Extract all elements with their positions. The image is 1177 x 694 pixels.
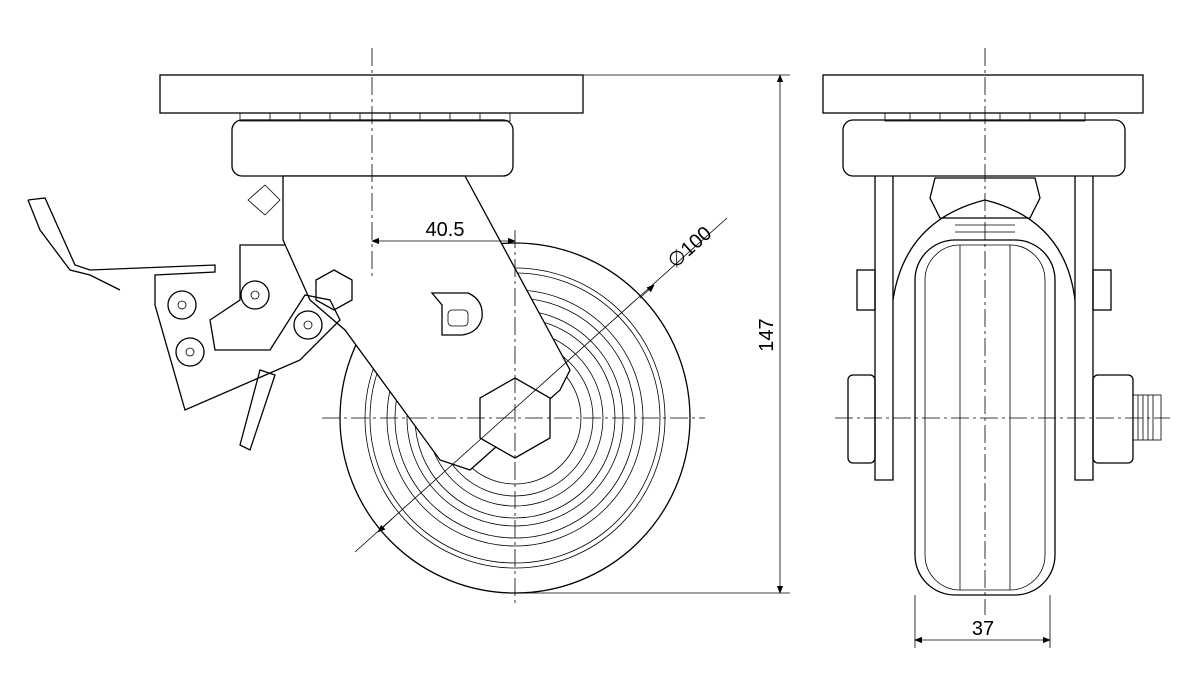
offset-dimension-label: 40.5 xyxy=(426,219,465,241)
axle-thread xyxy=(1132,394,1162,441)
swivel-housing-front xyxy=(842,119,1126,177)
brand-logo xyxy=(430,292,483,336)
top-plate-front xyxy=(822,74,1144,114)
fork-arch xyxy=(892,199,1076,301)
top-plate xyxy=(159,74,584,114)
axle-nut-left xyxy=(847,374,876,464)
kingpin-hex-nut xyxy=(929,177,1041,219)
brake-assembly xyxy=(27,184,341,451)
kingpin-nut xyxy=(315,269,353,311)
brake-bolt-right xyxy=(1092,269,1112,311)
diameter-dimension-label: ∅100 xyxy=(664,222,716,272)
axle-nut-right xyxy=(1092,374,1134,464)
wheel-front xyxy=(914,239,1056,596)
width-dimension-label: 37 xyxy=(972,618,994,640)
swivel-housing xyxy=(231,119,514,177)
side-view: 40.5 ∅100 147 xyxy=(27,48,790,605)
height-dimension-label: 147 xyxy=(756,318,778,351)
diameter-leader xyxy=(354,217,728,553)
fork-legs xyxy=(874,176,1094,481)
ball-bearings xyxy=(239,112,511,122)
front-view: 37 xyxy=(822,48,1170,648)
brake-bolt-left xyxy=(856,269,876,311)
